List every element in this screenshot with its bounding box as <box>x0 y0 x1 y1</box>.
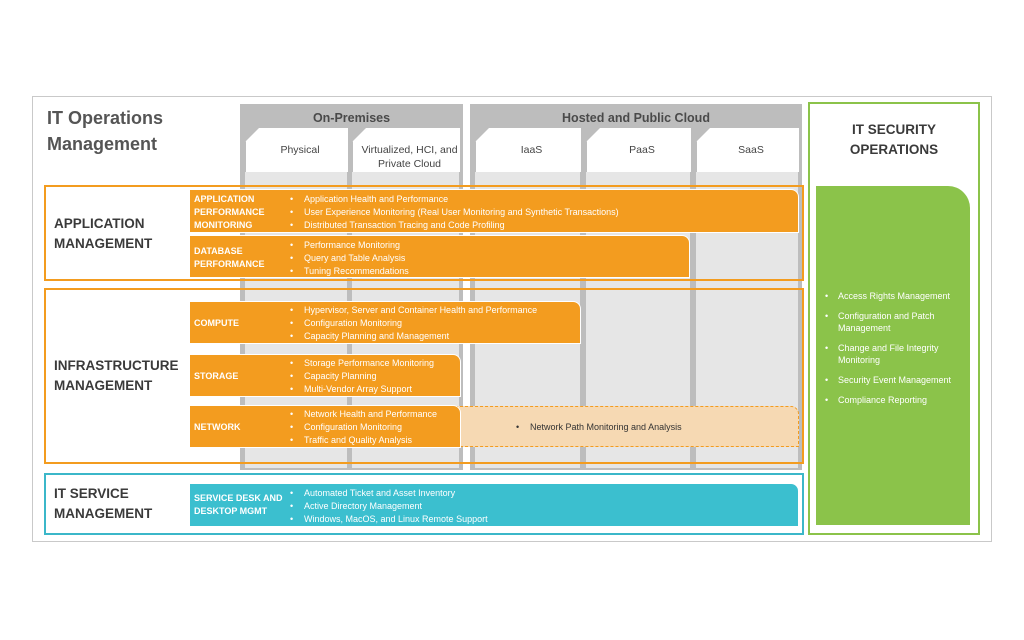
compute-item: Capacity Planning and Management <box>290 330 537 343</box>
hosted-cloud-label: Hosted and Public Cloud <box>562 111 710 125</box>
database-item: Tuning Recommendations <box>290 265 409 278</box>
it-service-management-label: IT SERVICE MANAGEMENT <box>54 486 153 521</box>
storage-item: Multi-Vendor Array Support <box>290 383 434 396</box>
tab-virtualized <box>352 128 461 172</box>
tab-iaas <box>475 128 582 172</box>
apm-title: APPLICATION PERFORMANCE MONITORING <box>194 194 265 230</box>
security-item: Security Event Management <box>822 374 968 386</box>
application-management-label: APPLICATION MANAGEMENT <box>54 216 153 251</box>
column-label-iaas: IaaS <box>520 144 543 156</box>
apm-item: User Experience Monitoring (Real User Mo… <box>290 206 619 219</box>
storage-item: Capacity Planning <box>290 370 434 383</box>
tab-physical <box>245 128 349 172</box>
storage-item: Storage Performance Monitoring <box>290 357 434 370</box>
tab-saas <box>696 128 800 172</box>
column-label-paas: PaaS <box>629 144 655 156</box>
network-item: Configuration Monitoring <box>290 421 437 434</box>
column-label-virtualized: Virtualized, HCI, and Private Cloud <box>361 144 458 170</box>
compute-title: COMPUTE <box>194 318 239 328</box>
service-desk-list: Automated Ticket and Asset Inventory Act… <box>290 487 488 526</box>
diagram-title: IT Operations Management <box>47 108 164 154</box>
apm-item: Application Health and Performance <box>290 193 619 206</box>
security-item: Configuration and Patch Management <box>822 310 968 334</box>
column-label-saas: SaaS <box>738 144 764 156</box>
storage-bar: STORAGE Storage Performance Monitoring C… <box>189 354 461 397</box>
column-label-physical: Physical <box>280 144 320 156</box>
tab-paas <box>586 128 692 172</box>
database-list: Performance Monitoring Query and Table A… <box>290 239 409 278</box>
network-path-item: Network Path Monitoring and Analysis <box>516 421 682 434</box>
compute-item: Hypervisor, Server and Container Health … <box>290 304 537 317</box>
compute-bar: COMPUTE Hypervisor, Server and Container… <box>189 301 581 344</box>
network-title: NETWORK <box>194 422 241 432</box>
on-premises-label: On-Premises <box>312 111 391 125</box>
it-security-operations-section <box>808 102 980 535</box>
database-title: DATABASE PERFORMANCE <box>194 246 265 269</box>
infrastructure-management-label: INFRASTRUCTURE MANAGEMENT <box>54 358 179 393</box>
network-bar: NETWORK Network Health and Performance C… <box>189 405 461 448</box>
network-item: Traffic and Quality Analysis <box>290 434 437 447</box>
network-list: Network Health and Performance Configura… <box>290 408 437 447</box>
service-desk-item: Automated Ticket and Asset Inventory <box>290 487 488 500</box>
security-item: Access Rights Management <box>822 290 968 302</box>
apm-list: Application Health and Performance User … <box>290 193 619 232</box>
storage-list: Storage Performance Monitoring Capacity … <box>290 357 434 396</box>
database-item: Query and Table Analysis <box>290 252 409 265</box>
apm-bar: APPLICATION PERFORMANCE MONITORING Appli… <box>189 189 799 233</box>
it-security-operations-title: IT SECURITY OPERATIONS <box>849 122 939 157</box>
service-desk-item: Windows, MacOS, and Linux Remote Support <box>290 513 488 526</box>
infrastructure-management-section <box>44 288 804 464</box>
service-desk-title: SERVICE DESK AND DESKTOP MGMT <box>194 493 283 516</box>
application-management-section <box>44 185 804 281</box>
database-item: Performance Monitoring <box>290 239 409 252</box>
apm-item: Distributed Transaction Tracing and Code… <box>290 219 619 232</box>
compute-list: Hypervisor, Server and Container Health … <box>290 304 537 343</box>
service-desk-item: Active Directory Management <box>290 500 488 513</box>
database-bar: DATABASE PERFORMANCE Performance Monitor… <box>189 235 690 278</box>
security-item: Change and File Integrity Monitoring <box>822 342 968 366</box>
security-list: Access Rights Management Configuration a… <box>822 290 968 414</box>
network-path-list: Network Path Monitoring and Analysis <box>516 421 682 434</box>
compute-item: Configuration Monitoring <box>290 317 537 330</box>
network-item: Network Health and Performance <box>290 408 437 421</box>
service-desk-bar: SERVICE DESK AND DESKTOP MGMT Automated … <box>189 483 799 527</box>
storage-title: STORAGE <box>194 371 239 381</box>
network-path-bar: Network Path Monitoring and Analysis <box>455 406 799 447</box>
it-service-management-section <box>44 473 804 535</box>
security-item: Compliance Reporting <box>822 394 968 406</box>
